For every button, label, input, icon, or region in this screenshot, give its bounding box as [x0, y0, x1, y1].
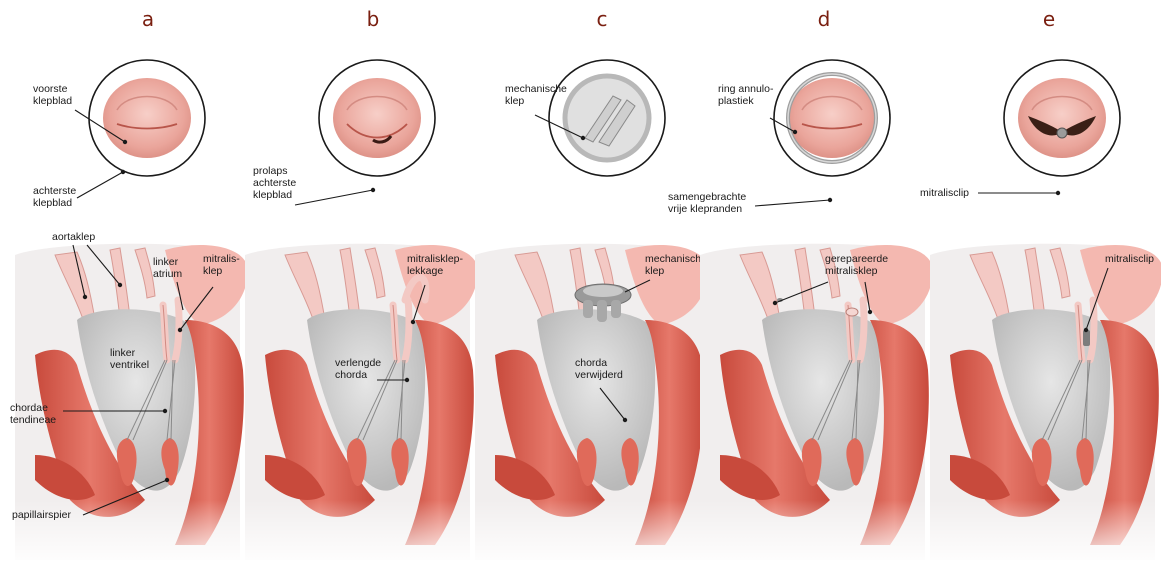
mechanical-valve-strut — [597, 300, 607, 322]
leader-dot — [623, 418, 627, 422]
mitral-clip — [1083, 330, 1090, 346]
leader-dot — [83, 295, 87, 299]
bottom-fade — [930, 500, 1160, 567]
leader-dot — [163, 409, 167, 413]
panel-d: d ring annulo-plastiek samengebrachtevrije… — [668, 7, 932, 567]
leader-dot — [371, 188, 375, 192]
mitral-leaflet-posterior — [860, 300, 864, 360]
leader-dot — [405, 378, 409, 382]
bottom-fade — [245, 500, 475, 567]
mechanical-valve-strut — [583, 300, 593, 318]
annuloplasty-ring-section — [846, 308, 858, 316]
leader-dot — [411, 320, 415, 324]
leader-dot — [773, 301, 777, 305]
panel-letter: b — [367, 7, 380, 31]
leader-dot — [178, 328, 182, 332]
leader-line — [295, 190, 373, 205]
mitral-valve-top — [103, 78, 191, 158]
leader-dot — [123, 140, 127, 144]
mitral-leaflet-posterior — [405, 300, 409, 360]
leader-line — [77, 172, 123, 198]
panel-letter: a — [142, 7, 154, 31]
mitral-clip — [1057, 128, 1067, 138]
panel-b: bprolapsachtersteklepbladmitralisklep-le… — [245, 7, 477, 567]
bottom-fade — [475, 500, 705, 567]
label-aortic-valve: aortaklep — [52, 231, 95, 243]
leader-dot — [581, 136, 585, 140]
panel-e: e mitralisclip mitralisclip — [920, 7, 1161, 567]
bottom-fade — [700, 500, 930, 567]
leader-line — [755, 200, 830, 206]
leader-dot — [828, 198, 832, 202]
label-clip-heart: mitralisclip — [1105, 253, 1154, 265]
label-annuloplasty-ring: ring annulo-plastiek — [718, 83, 774, 107]
label-clip-top: mitralisclip — [920, 187, 969, 199]
mitral-valve-top — [333, 78, 421, 158]
panel-letter: e — [1043, 7, 1055, 31]
leader-dot — [1056, 191, 1060, 195]
leader-dot — [121, 170, 125, 174]
panel-letter: c — [597, 7, 608, 31]
panel-letter: d — [818, 7, 831, 31]
label-papillary-muscle: papillairspier — [12, 509, 71, 521]
leader-dot — [1084, 328, 1088, 332]
leader-dot — [165, 478, 169, 482]
mitral-valve-top — [788, 78, 876, 158]
leader-dot — [118, 283, 122, 287]
mechanical-valve-ring — [583, 285, 623, 297]
label-left-atrium: linkeratrium — [153, 256, 182, 280]
label-posterior-leaflet: achtersteklepblad — [33, 185, 76, 209]
leader-dot — [793, 130, 797, 134]
leader-dot — [868, 310, 872, 314]
label-anterior-leaflet: voorsteklepblad — [33, 83, 72, 107]
mechanical-valve-strut — [611, 300, 621, 318]
